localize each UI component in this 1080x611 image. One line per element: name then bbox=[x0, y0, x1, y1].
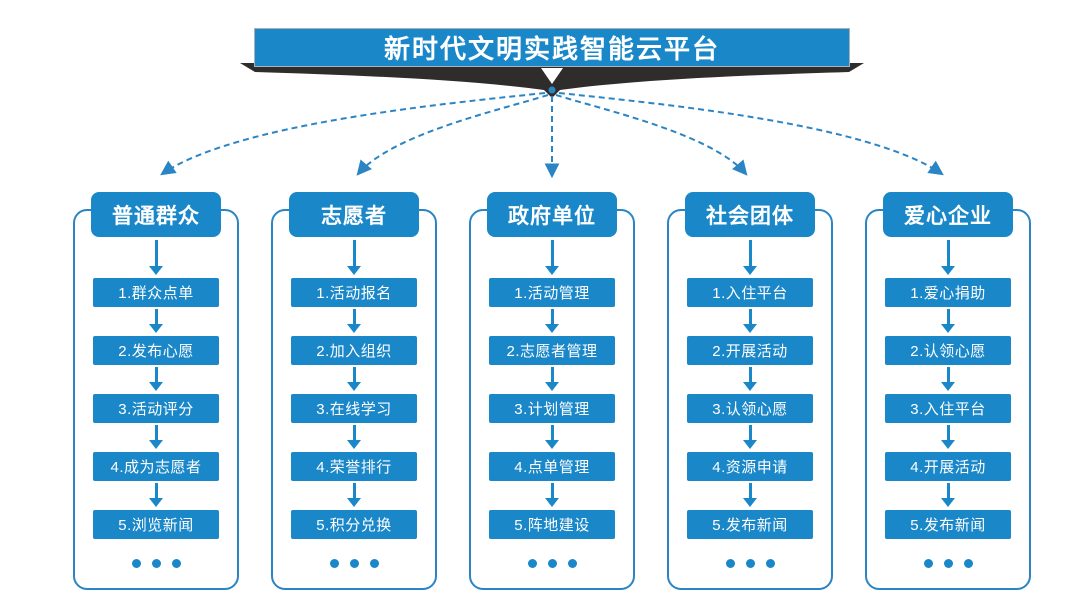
role-column-5: 爱心企业 1.爱心捐助 2.认领心愿 3.入住平台 4.开展活动 5.发布新闻 bbox=[865, 192, 1031, 590]
flow-step: 3.计划管理 bbox=[489, 394, 615, 423]
down-arrow bbox=[352, 309, 356, 324]
down-arrow bbox=[352, 483, 356, 498]
flow-step: 3.在线学习 bbox=[291, 394, 417, 423]
ellipsis-dot bbox=[527, 559, 537, 568]
columns-row: 普通群众 1.群众点单 2.发布心愿 3.活动评分 4.成为志愿者 5.浏览新闻 志愿者 1.… bbox=[73, 192, 1031, 590]
flow-step: 4.点单管理 bbox=[489, 452, 615, 481]
ellipsis-dot bbox=[963, 559, 973, 568]
flow-step: 1.活动管理 bbox=[489, 278, 615, 307]
flow-step: 5.发布新闻 bbox=[687, 510, 813, 539]
flow-step: 3.活动评分 bbox=[93, 394, 219, 423]
ellipsis-dot bbox=[131, 559, 141, 568]
down-arrow bbox=[748, 367, 752, 382]
down-arrow bbox=[352, 367, 356, 382]
flow-step: 5.积分兑换 bbox=[291, 510, 417, 539]
role-column-2: 志愿者 1.活动报名 2.加入组织 3.在线学习 4.荣誉排行 5.积分兑换 bbox=[271, 192, 437, 590]
column-header: 爱心企业 bbox=[883, 192, 1013, 237]
ellipsis-dot bbox=[349, 559, 359, 568]
flow-step: 4.资源申请 bbox=[687, 452, 813, 481]
ellipsis-dots bbox=[329, 559, 379, 568]
column-header-label: 普通群众 bbox=[112, 204, 200, 228]
down-arrow bbox=[154, 367, 158, 382]
down-arrow bbox=[748, 240, 752, 266]
role-column-4: 社会团体 1.入住平台 2.开展活动 3.认领心愿 4.资源申请 5.发布新闻 bbox=[667, 192, 833, 590]
down-arrow bbox=[154, 425, 158, 440]
down-arrow bbox=[154, 240, 158, 266]
down-arrow bbox=[748, 309, 752, 324]
flow-step: 5.阵地建设 bbox=[489, 510, 615, 539]
down-arrow bbox=[550, 240, 554, 266]
flow-step: 5.浏览新闻 bbox=[93, 510, 219, 539]
ellipsis-dot bbox=[547, 559, 557, 568]
down-arrow bbox=[550, 425, 554, 440]
down-arrow bbox=[154, 309, 158, 324]
flow-step: 3.入住平台 bbox=[885, 394, 1011, 423]
platform-title: 新时代文明实践智能云平台 bbox=[383, 34, 720, 64]
flow-step: 5.发布新闻 bbox=[885, 510, 1011, 539]
ellipsis-dots bbox=[725, 559, 775, 568]
flow-step: 1.群众点单 bbox=[93, 278, 219, 307]
column-header: 普通群众 bbox=[91, 192, 221, 237]
down-arrow-icon bbox=[541, 68, 563, 84]
ellipsis-dot bbox=[745, 559, 755, 568]
flow-step: 2.认领心愿 bbox=[885, 336, 1011, 365]
fan-origin-dot bbox=[548, 86, 556, 94]
flow-step: 1.入住平台 bbox=[687, 278, 813, 307]
down-arrow bbox=[352, 425, 356, 440]
ellipsis-dot bbox=[923, 559, 933, 568]
down-arrow bbox=[946, 309, 950, 324]
column-header-label: 政府单位 bbox=[508, 204, 596, 228]
down-arrow bbox=[946, 367, 950, 382]
column-header-label: 社会团体 bbox=[706, 204, 794, 228]
flow-step: 1.活动报名 bbox=[291, 278, 417, 307]
ellipsis-dot bbox=[151, 559, 161, 568]
flow-step: 1.爱心捐助 bbox=[885, 278, 1011, 307]
ellipsis-dots bbox=[527, 559, 577, 568]
ellipsis-dot bbox=[329, 559, 339, 568]
fan-line-to-column-1 bbox=[160, 92, 546, 176]
down-arrow bbox=[946, 425, 950, 440]
flow-step: 4.成为志愿者 bbox=[93, 452, 219, 481]
flow-step: 3.认领心愿 bbox=[687, 394, 813, 423]
role-column-3: 政府单位 1.活动管理 2.志愿者管理 3.计划管理 4.点单管理 5.阵地建设 bbox=[469, 192, 635, 590]
down-arrow bbox=[550, 367, 554, 382]
ellipsis-dot bbox=[765, 559, 775, 568]
flow-step: 2.发布心愿 bbox=[93, 336, 219, 365]
ellipsis-dot bbox=[171, 559, 181, 568]
down-arrow bbox=[946, 240, 950, 266]
column-header-label: 爱心企业 bbox=[904, 204, 992, 228]
flow-step: 4.荣誉排行 bbox=[291, 452, 417, 481]
flow-step: 2.开展活动 bbox=[687, 336, 813, 365]
down-arrow bbox=[748, 483, 752, 498]
column-header: 社会团体 bbox=[685, 192, 815, 237]
down-arrow bbox=[154, 483, 158, 498]
column-header-label: 志愿者 bbox=[321, 204, 387, 228]
column-header: 志愿者 bbox=[289, 192, 419, 237]
fan-line-to-column-4 bbox=[555, 94, 748, 176]
connector-lines bbox=[160, 63, 944, 179]
down-arrow bbox=[550, 309, 554, 324]
platform-title-banner: 新时代文明实践智能云平台 bbox=[254, 28, 850, 67]
fan-line-to-column-5 bbox=[558, 92, 944, 176]
role-column-1: 普通群众 1.群众点单 2.发布心愿 3.活动评分 4.成为志愿者 5.浏览新闻 bbox=[73, 192, 239, 590]
flow-step: 2.志愿者管理 bbox=[489, 336, 615, 365]
ellipsis-dot bbox=[725, 559, 735, 568]
flow-step: 4.开展活动 bbox=[885, 452, 1011, 481]
ellipsis-dots bbox=[923, 559, 973, 568]
ellipsis-dots bbox=[131, 559, 181, 568]
ellipsis-dot bbox=[369, 559, 379, 568]
down-arrow bbox=[946, 483, 950, 498]
fan-line-to-column-2 bbox=[356, 94, 549, 176]
ellipsis-dot bbox=[567, 559, 577, 568]
column-header: 政府单位 bbox=[487, 192, 617, 237]
down-arrow bbox=[550, 483, 554, 498]
down-arrow bbox=[748, 425, 752, 440]
flow-step: 2.加入组织 bbox=[291, 336, 417, 365]
down-arrow bbox=[352, 240, 356, 266]
ellipsis-dot bbox=[943, 559, 953, 568]
